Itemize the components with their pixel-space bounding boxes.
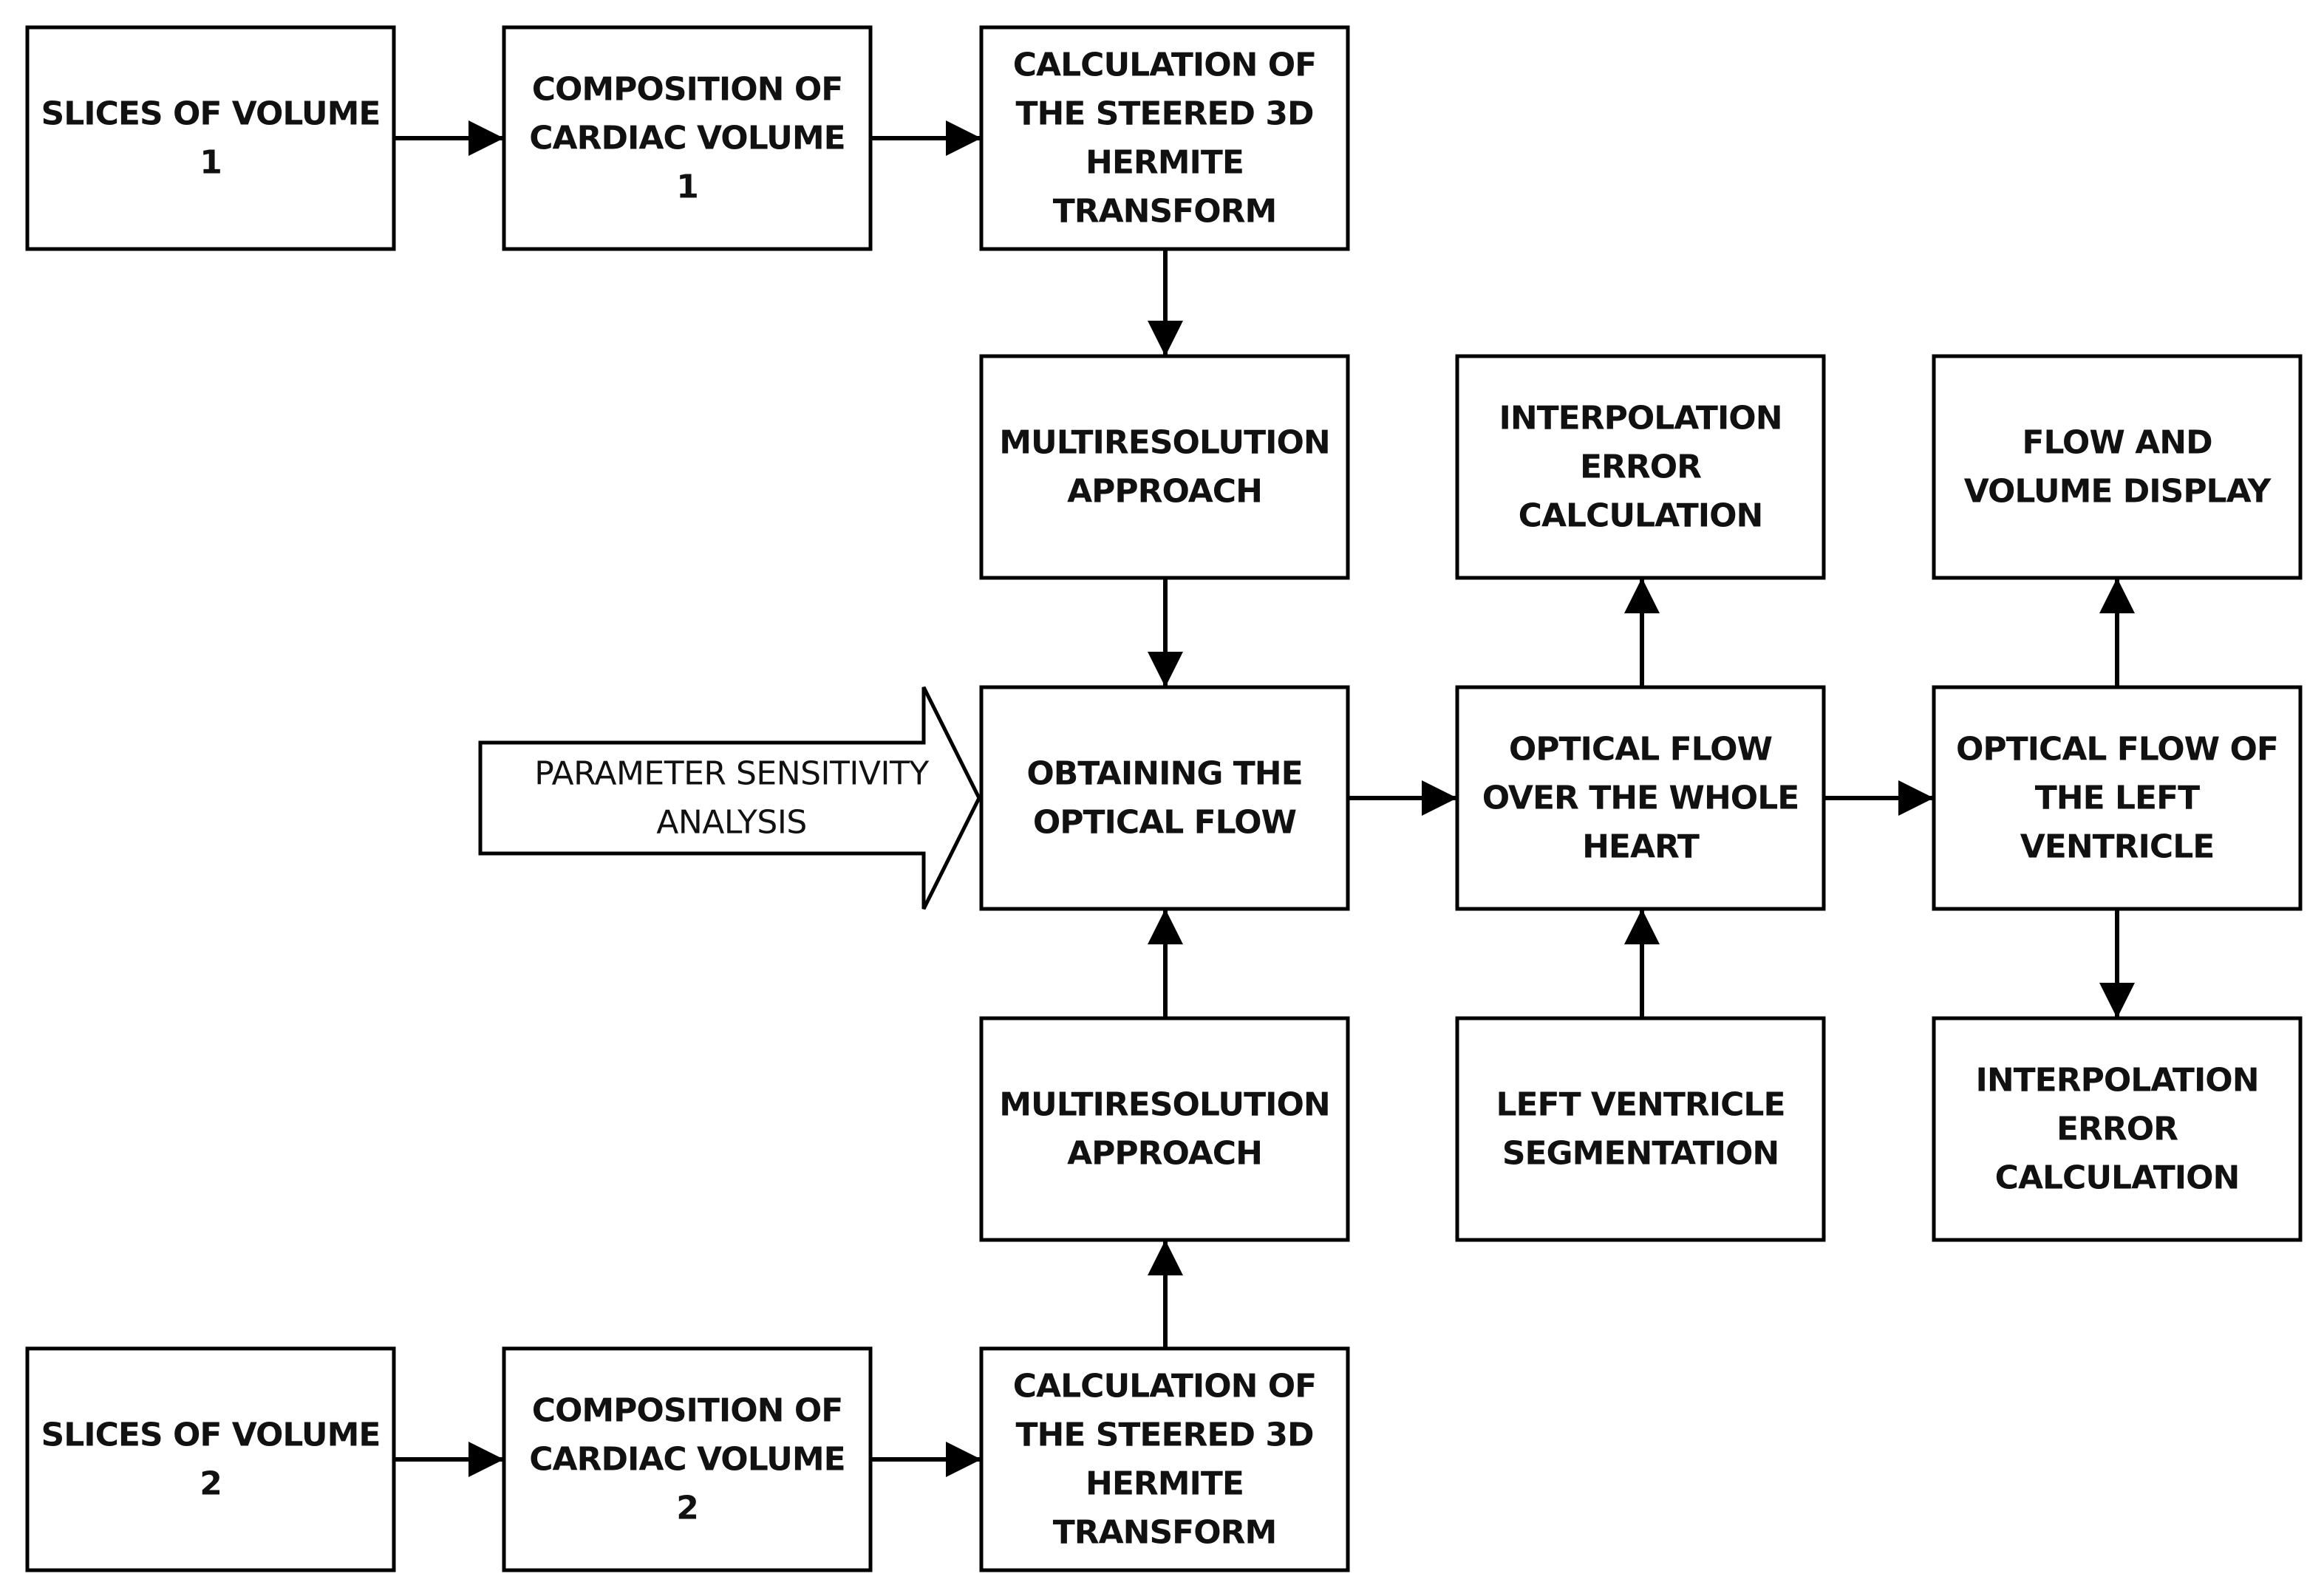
box-steered-hermite-transform-1-frame — [979, 25, 1350, 251]
box-composition-of-cardiac-volume-2-label-line-1: COMPOSITION OF — [532, 1392, 843, 1430]
box-composition-of-cardiac-volume-1-label-line-1: COMPOSITION OF — [532, 71, 843, 109]
box-steered-hermite-transform-1: CALCULATION OF THE STEERED 3D HERMITE TRANS… — [979, 25, 1350, 251]
box-interpolation-error-left-ventricle: INTERPOLATION ERROR CALCULATION — [1932, 1016, 2303, 1242]
box-obtaining-optical-flow: OBTAINING THE OPTICAL FLOW — [979, 685, 1350, 911]
box-composition-of-cardiac-volume-2: COMPOSITION OF CARDIAC VOLUME 2 — [502, 1346, 873, 1572]
box-slices-of-volume-1-label-line-2: 1 — [200, 144, 222, 182]
box-steered-hermite-transform-1-label-line-3: HERMITE — [1086, 144, 1244, 182]
box-left-ventricle-segmentation-label: LEFT VENTRICLE SEGMENTATION — [1496, 1086, 1785, 1173]
box-slices-of-volume-2-label-line-2: 2 — [200, 1465, 222, 1503]
box-multiresolution-approach-bottom: MULTIRESOLUTION APPROACH — [979, 1016, 1350, 1242]
box-optical-flow-left-ventricle-label: OPTICAL FLOW OF THE LEFT VENTRICLE — [1956, 731, 2278, 866]
box-interpolation-error-heart-frame — [1455, 354, 1826, 580]
box-optical-flow-left-ventricle: OPTICAL FLOW OF THE LEFT VENTRICLE — [1932, 685, 2303, 911]
box-composition-of-cardiac-volume-2-label-line-2: CARDIAC VOLUME — [529, 1441, 845, 1479]
box-slices-of-volume-2-label-line-1: SLICES OF VOLUME — [41, 1417, 381, 1454]
box-steered-hermite-transform-2-label-line-4: TRANSFORM — [1053, 1514, 1277, 1552]
box-left-ventricle-segmentation-label-line-2: SEGMENTATION — [1502, 1135, 1779, 1173]
box-flow-and-volume-display-frame — [1932, 354, 2303, 580]
connectors — [395, 120, 2135, 1477]
box-optical-flow-left-ventricle-frame — [1932, 685, 2303, 911]
box-optical-flow-whole-heart-label-line-3: HEART — [1582, 828, 1700, 866]
box-optical-flow-whole-heart-label: OPTICAL FLOW OVER THE WHOLE HEART — [1482, 731, 1799, 866]
box-composition-of-cardiac-volume-2-label-line-3: 2 — [676, 1490, 698, 1527]
box-obtaining-optical-flow-label: OBTAINING THE OPTICAL FLOW — [1026, 755, 1302, 842]
parameter-sensitivity-arrow-shape — [478, 686, 981, 910]
box-steered-hermite-transform-2-label: CALCULATION OF THE STEERED 3D HERMITE TRANS… — [1013, 1368, 1316, 1552]
box-composition-of-cardiac-volume-1-label: COMPOSITION OF CARDIAC VOLUME 1 — [529, 71, 845, 206]
box-composition-of-cardiac-volume-1-label-line-2: CARDIAC VOLUME — [529, 120, 845, 157]
box-flow-and-volume-display-label-line-1: FLOW AND — [2022, 424, 2212, 462]
box-optical-flow-whole-heart-frame — [1455, 685, 1826, 911]
box-optical-flow-left-ventricle-label-line-3: VENTRICLE — [2020, 828, 2215, 866]
box-multiresolution-approach-bottom-label: MULTIRESOLUTION APPROACH — [999, 1086, 1330, 1173]
parameter-sensitivity-arrow: PARAMETER SENSITIVITY ANALYSIS — [478, 686, 981, 910]
box-obtaining-optical-flow-frame — [979, 685, 1350, 911]
box-steered-hermite-transform-2-label-line-2: THE STEERED 3D — [1016, 1417, 1314, 1454]
box-slices-of-volume-1-label-line-1: SLICES OF VOLUME — [41, 95, 381, 133]
box-multiresolution-approach-bottom-label-line-2: APPROACH — [1067, 1135, 1262, 1173]
box-interpolation-error-heart: INTERPOLATION ERROR CALCULATION — [1455, 354, 1826, 580]
box-multiresolution-approach-top-label: MULTIRESOLUTION APPROACH — [999, 424, 1330, 511]
box-interpolation-error-left-ventricle-label-line-2: ERROR — [2056, 1111, 2178, 1148]
box-left-ventricle-segmentation: LEFT VENTRICLE SEGMENTATION — [1455, 1016, 1826, 1242]
box-flow-and-volume-display: FLOW AND VOLUME DISPLAY — [1932, 354, 2303, 580]
box-slices-of-volume-2-frame — [25, 1346, 396, 1572]
box-steered-hermite-transform-1-label-line-2: THE STEERED 3D — [1016, 95, 1314, 133]
box-composition-of-cardiac-volume-2-frame — [502, 1346, 873, 1572]
box-steered-hermite-transform-2-label-line-3: HERMITE — [1086, 1465, 1244, 1503]
box-composition-of-cardiac-volume-1-frame — [502, 25, 873, 251]
box-steered-hermite-transform-2-label-line-1: CALCULATION OF — [1013, 1368, 1316, 1405]
box-flow-and-volume-display-label-line-2: VOLUME DISPLAY — [1964, 473, 2272, 511]
box-slices-of-volume-2-label: SLICES OF VOLUME 2 — [41, 1417, 381, 1503]
box-interpolation-error-left-ventricle-label-line-1: INTERPOLATION — [1975, 1062, 2258, 1100]
box-multiresolution-approach-top-frame — [979, 354, 1350, 580]
parameter-sensitivity-arrow-label-line-1: PARAMETER SENSITIVITY — [534, 755, 929, 793]
box-interpolation-error-left-ventricle-label: INTERPOLATION ERROR CALCULATION — [1975, 1062, 2258, 1197]
box-slices-of-volume-1-label: SLICES OF VOLUME 1 — [41, 95, 381, 182]
parameter-sensitivity-arrow-label: PARAMETER SENSITIVITY ANALYSIS — [534, 755, 929, 842]
box-composition-of-cardiac-volume-1: COMPOSITION OF CARDIAC VOLUME 1 — [502, 25, 873, 251]
box-optical-flow-whole-heart: OPTICAL FLOW OVER THE WHOLE HEART — [1455, 685, 1826, 911]
box-multiresolution-approach-top-label-line-1: MULTIRESOLUTION — [999, 424, 1330, 462]
box-optical-flow-whole-heart-label-line-2: OVER THE WHOLE — [1482, 780, 1799, 817]
box-interpolation-error-heart-label: INTERPOLATION ERROR CALCULATION — [1499, 400, 1782, 535]
box-left-ventricle-segmentation-label-line-1: LEFT VENTRICLE — [1496, 1086, 1785, 1124]
box-multiresolution-approach-bottom-frame — [979, 1016, 1350, 1242]
box-multiresolution-approach-top: MULTIRESOLUTION APPROACH — [979, 354, 1350, 580]
box-steered-hermite-transform-1-label: CALCULATION OF THE STEERED 3D HERMITE TRANS… — [1013, 47, 1316, 231]
parameter-sensitivity-arrow-label-line-2: ANALYSIS — [656, 804, 807, 842]
box-steered-hermite-transform-1-label-line-4: TRANSFORM — [1053, 193, 1277, 231]
box-interpolation-error-left-ventricle-frame — [1932, 1016, 2303, 1242]
box-slices-of-volume-2: SLICES OF VOLUME 2 — [25, 1346, 396, 1572]
box-obtaining-optical-flow-label-line-2: OPTICAL FLOW — [1033, 804, 1297, 842]
box-flow-and-volume-display-label: FLOW AND VOLUME DISPLAY — [1964, 424, 2272, 511]
box-steered-hermite-transform-1-label-line-1: CALCULATION OF — [1013, 47, 1316, 84]
box-interpolation-error-heart-label-line-1: INTERPOLATION — [1499, 400, 1782, 437]
box-steered-hermite-transform-2: CALCULATION OF THE STEERED 3D HERMITE TRANS… — [979, 1346, 1350, 1572]
box-slices-of-volume-1-frame — [25, 25, 396, 251]
box-interpolation-error-left-ventricle-label-line-3: CALCULATION — [1995, 1159, 2240, 1197]
box-slices-of-volume-1: SLICES OF VOLUME 1 — [25, 25, 396, 251]
box-composition-of-cardiac-volume-1-label-line-3: 1 — [676, 168, 698, 206]
box-composition-of-cardiac-volume-2-label: COMPOSITION OF CARDIAC VOLUME 2 — [529, 1392, 845, 1527]
box-optical-flow-whole-heart-label-line-1: OPTICAL FLOW — [1509, 731, 1773, 768]
box-interpolation-error-heart-label-line-2: ERROR — [1580, 449, 1701, 486]
box-obtaining-optical-flow-label-line-1: OBTAINING THE — [1026, 755, 1302, 793]
box-optical-flow-left-ventricle-label-line-1: OPTICAL FLOW OF — [1956, 731, 2278, 768]
box-multiresolution-approach-bottom-label-line-1: MULTIRESOLUTION — [999, 1086, 1330, 1124]
box-multiresolution-approach-top-label-line-2: APPROACH — [1067, 473, 1262, 511]
box-interpolation-error-heart-label-line-3: CALCULATION — [1519, 497, 1763, 535]
box-left-ventricle-segmentation-frame — [1455, 1016, 1826, 1242]
box-steered-hermite-transform-2-frame — [979, 1346, 1350, 1572]
box-optical-flow-left-ventricle-label-line-2: THE LEFT — [2035, 780, 2200, 817]
